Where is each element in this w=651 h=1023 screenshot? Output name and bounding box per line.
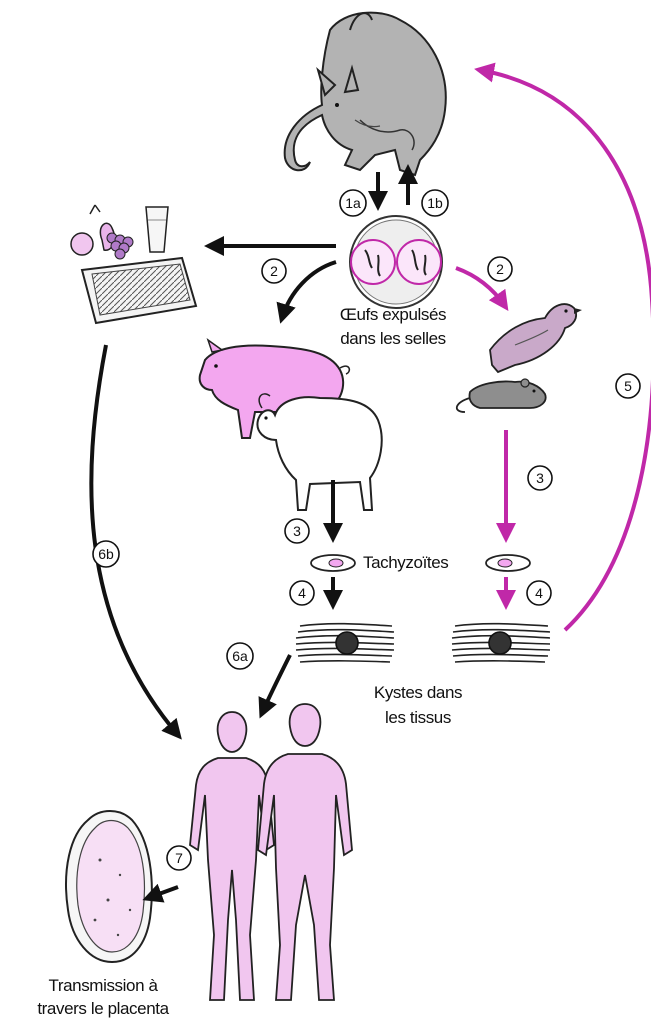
tissue-cyst-left [296,624,394,662]
step-3-left: 3 [285,519,309,543]
arrows-magenta [456,70,651,630]
pigeon-illustration [490,304,582,372]
step-5: 5 [616,374,640,398]
tissue-cyst-right [452,624,550,662]
svg-text:4: 4 [298,585,306,601]
step-6b: 6b [93,541,119,567]
placenta-label-line2: travers le placenta [37,998,168,1020]
svg-text:1b: 1b [427,195,443,211]
cat-illustration [285,13,446,175]
step-1a: 1a [340,190,366,216]
step-4-right: 4 [527,581,551,605]
tachyzoite-right [486,555,530,571]
fetus-in-placenta-illustration [66,811,152,962]
svg-text:7: 7 [175,850,183,866]
arrow-2-eggs-to-livestock [282,262,336,318]
svg-text:3: 3 [293,523,301,539]
cysts-label-line2: les tissus [385,707,451,729]
step-2-left: 2 [262,259,286,283]
svg-text:5: 5 [624,378,632,394]
svg-text:6b: 6b [98,546,114,562]
tachyzoite-left [311,555,355,571]
step-6a: 6a [227,643,253,669]
human-man-illustration [258,704,352,1000]
svg-text:2: 2 [270,263,278,279]
cysts-label-line1: Kystes dans [374,682,462,704]
eggs-label-line1: Œufs expulsés [340,304,446,326]
oocysts-illustration [350,216,442,308]
step-4-left: 4 [290,581,314,605]
svg-text:3: 3 [536,470,544,486]
svg-text:6a: 6a [232,648,248,664]
sheep-illustration [257,394,381,510]
svg-text:1a: 1a [345,195,361,211]
step-1b: 1b [422,190,448,216]
eggs-label-line2: dans les selles [340,328,446,350]
step-3-right: 3 [528,466,552,490]
arrow-6a-cyst-to-human [262,655,290,713]
svg-text:4: 4 [535,585,543,601]
contaminated-food-illustration [71,205,196,323]
tachyzoites-label: Tachyzoïtes [363,552,448,574]
placenta-label-line1: Transmission à [48,975,157,997]
step-2-right: 2 [488,257,512,281]
svg-text:2: 2 [496,261,504,277]
step-7: 7 [167,846,191,870]
human-woman-illustration [190,712,274,1000]
mouse-illustration [457,379,546,412]
arrow-6b-food-to-human [91,345,178,735]
